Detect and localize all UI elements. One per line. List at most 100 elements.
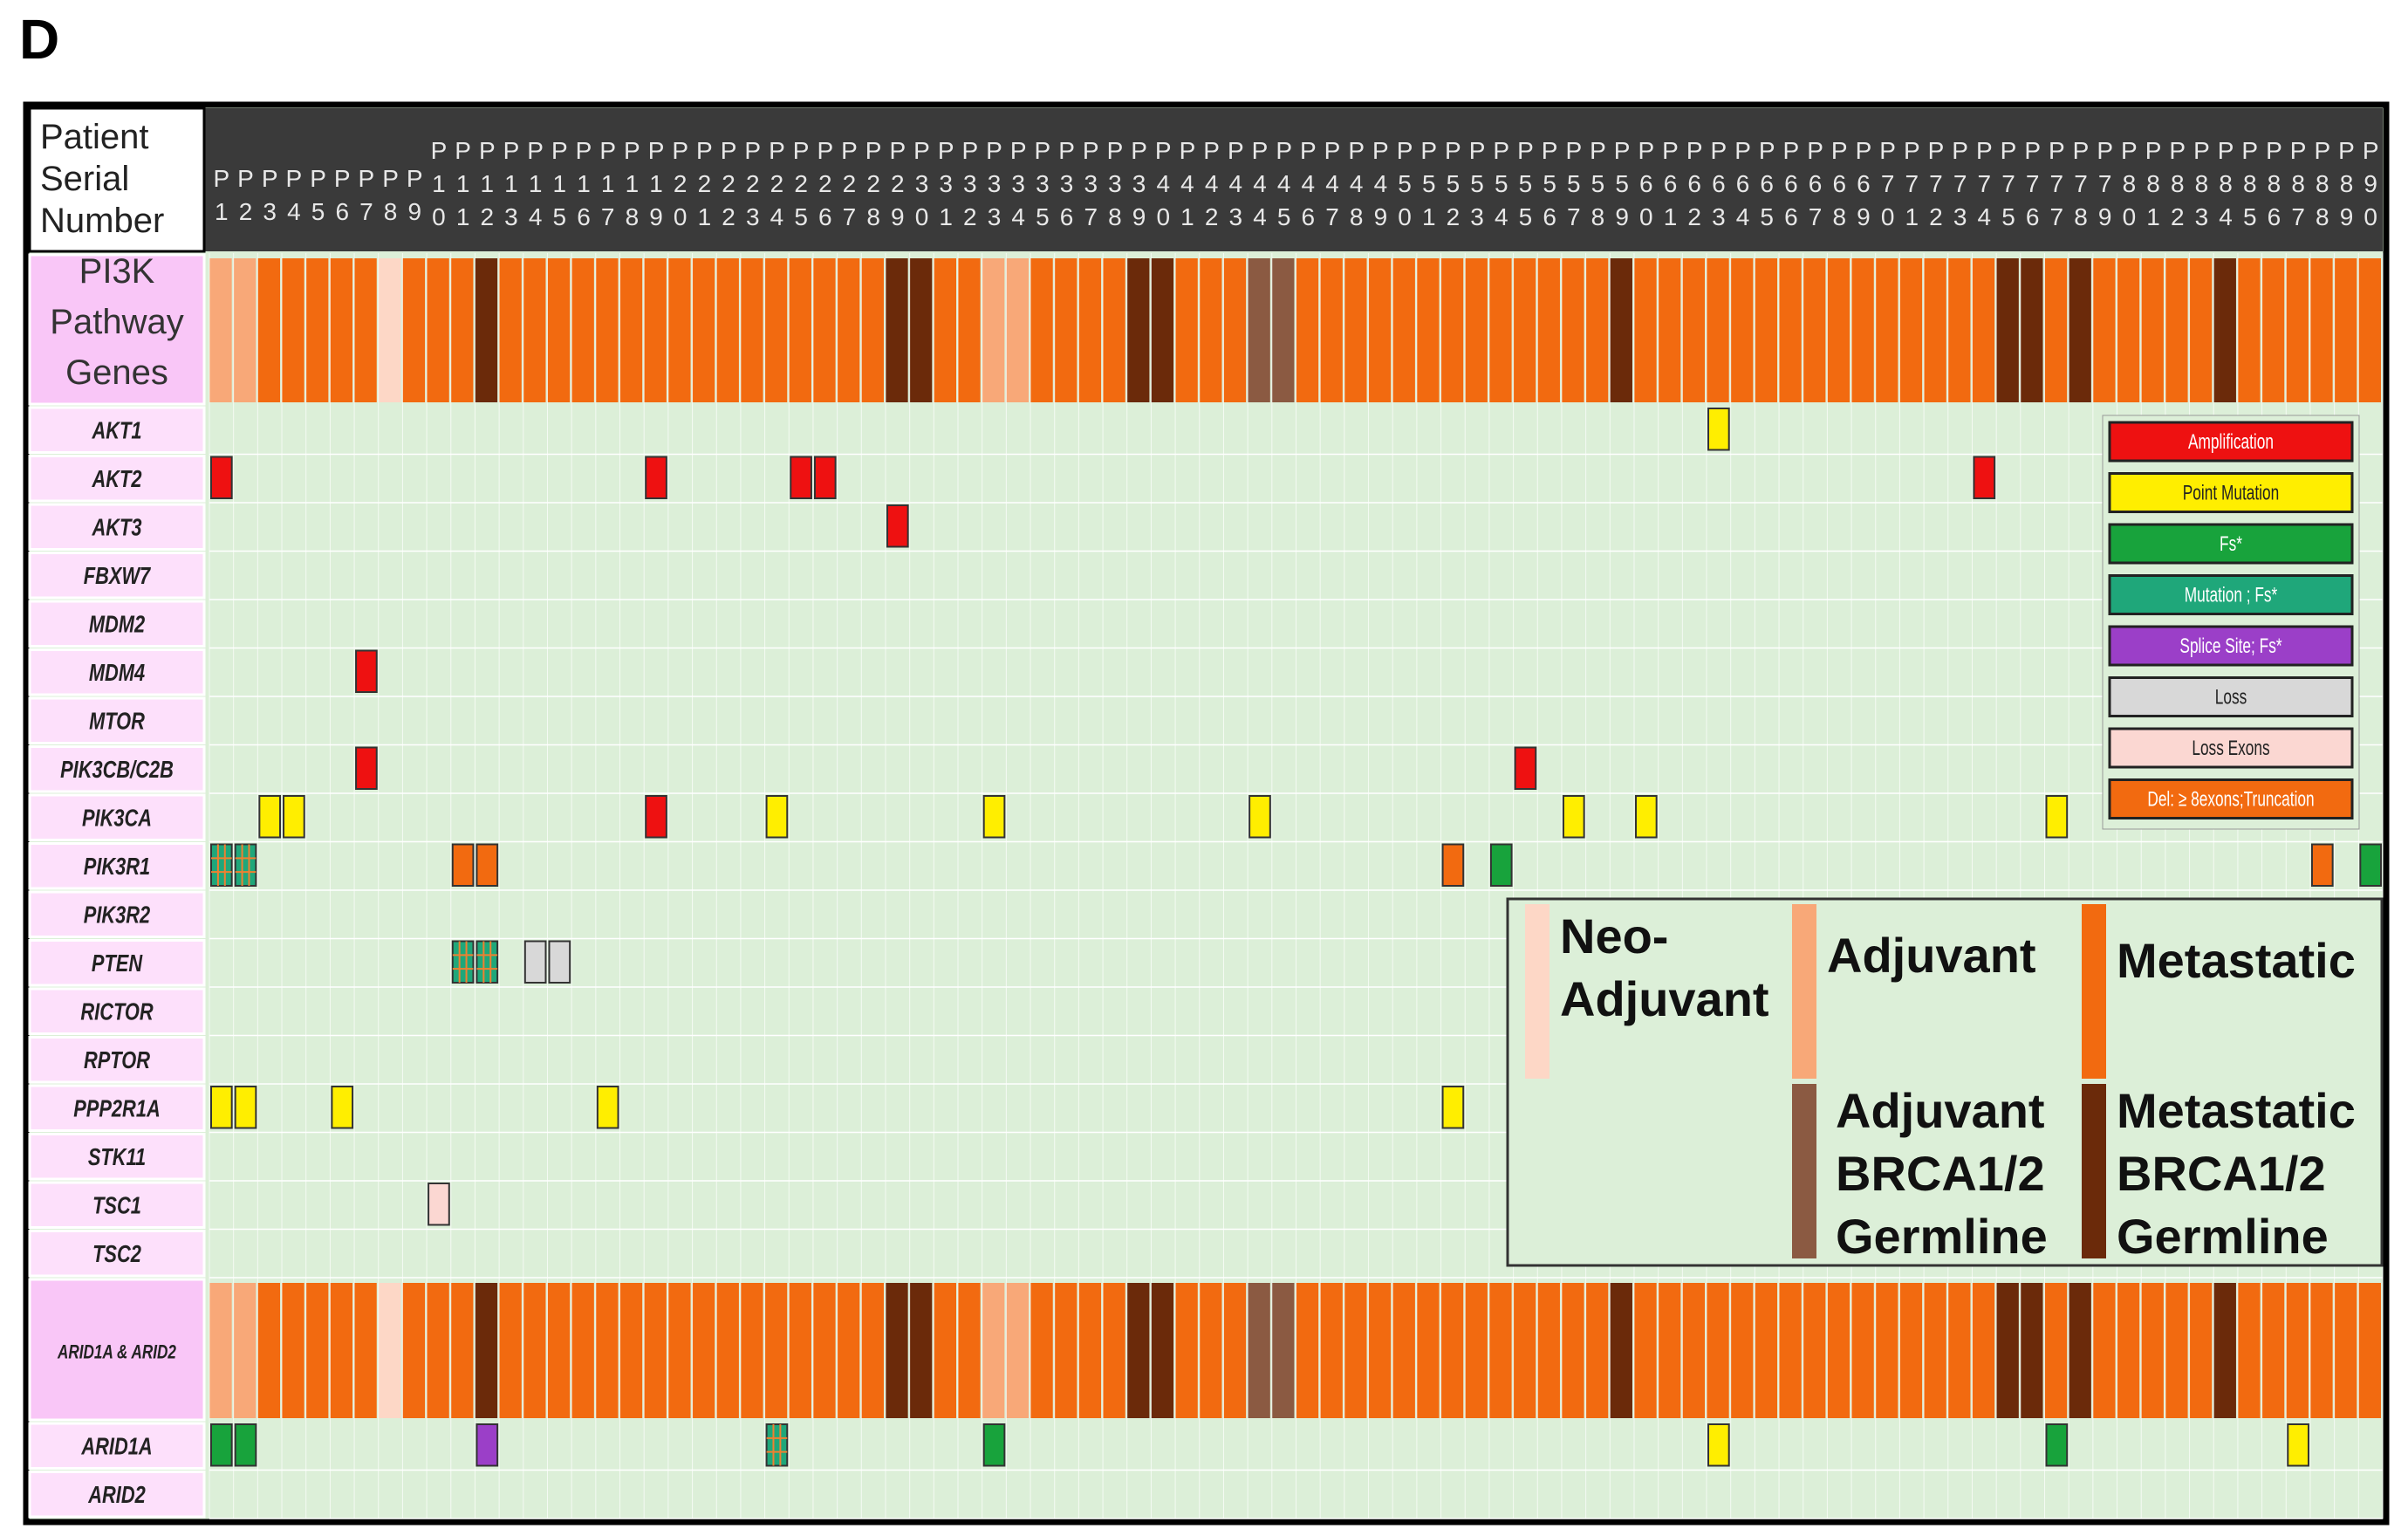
patient-label-glyph: P bbox=[2049, 137, 2065, 164]
row-label-box bbox=[28, 939, 206, 987]
patient-label-glyph: 1 bbox=[1180, 203, 1194, 230]
status-cell bbox=[1827, 258, 1850, 402]
patient-label-glyph: 5 bbox=[1277, 203, 1291, 230]
status-cell bbox=[982, 1283, 1005, 1418]
patient-label-glyph: 1 bbox=[1422, 203, 1436, 230]
status-legend-label: Metastatic bbox=[2117, 933, 2356, 988]
patient-label-glyph: 5 bbox=[1398, 170, 1412, 197]
patient-label-glyph: P bbox=[1904, 137, 1920, 164]
status-cell bbox=[885, 1283, 908, 1418]
row-label-box bbox=[28, 552, 206, 600]
legend-swatch bbox=[2108, 421, 2354, 463]
patient-label-glyph: 7 bbox=[1929, 170, 1943, 197]
status-cell bbox=[1875, 258, 1898, 402]
patient-label-glyph: P bbox=[2314, 137, 2330, 164]
status-cell bbox=[1682, 258, 1706, 402]
patient-label-glyph: 1 bbox=[1905, 203, 1919, 230]
patient-label-glyph: P bbox=[2169, 137, 2186, 164]
status-legend-label: Metastatic bbox=[2117, 1083, 2356, 1138]
status-cell bbox=[2141, 1283, 2164, 1418]
status-cell bbox=[812, 1283, 836, 1418]
patient-label-glyph: 4 bbox=[1302, 170, 1316, 197]
patient-label-glyph: P bbox=[2290, 137, 2307, 164]
patient-label-glyph: 5 bbox=[1760, 203, 1774, 230]
alteration-mark bbox=[765, 795, 789, 839]
legend-label: Del: ≥ 8exons;Truncation bbox=[2147, 788, 2314, 811]
patient-label-glyph: 2 bbox=[770, 170, 784, 197]
patient-label-glyph: 5 bbox=[1447, 170, 1461, 197]
row-label-box bbox=[28, 1036, 206, 1084]
patient-label-glyph: 6 bbox=[1809, 170, 1823, 197]
status-cell bbox=[667, 1283, 691, 1418]
status-cell bbox=[2092, 258, 2116, 402]
status-cell bbox=[1730, 1283, 1754, 1418]
patient-label-glyph: 5 bbox=[2001, 203, 2015, 230]
alteration-mark bbox=[790, 456, 812, 499]
status-cell bbox=[499, 1283, 522, 1418]
patient-label-glyph: 3 bbox=[1712, 203, 1726, 230]
status-cell bbox=[1030, 1283, 1053, 1418]
patient-label-glyph: P bbox=[599, 137, 616, 164]
status-cell bbox=[1513, 1283, 1536, 1418]
status-cell bbox=[885, 258, 908, 402]
patient-label-glyph: 5 bbox=[1422, 170, 1436, 197]
status-cell bbox=[233, 258, 257, 402]
patient-label-glyph: 2 bbox=[239, 198, 253, 225]
status-cell bbox=[1803, 258, 1826, 402]
patient-label-glyph: 4 bbox=[1011, 203, 1025, 230]
patient-label-glyph: 3 bbox=[1036, 170, 1050, 197]
patient-label-glyph: P bbox=[1180, 137, 1196, 164]
row-label-box bbox=[28, 600, 206, 648]
status-cell bbox=[305, 258, 329, 402]
patient-label-glyph: 2 bbox=[746, 170, 760, 197]
alteration-mark bbox=[523, 940, 547, 984]
status-cell bbox=[1730, 258, 1754, 402]
patient-label-glyph: 3 bbox=[988, 203, 1002, 230]
status-cell bbox=[1078, 1283, 1102, 1418]
patient-label-glyph: 1 bbox=[939, 203, 953, 230]
patient-label-glyph: 7 bbox=[359, 198, 373, 225]
patient-label-glyph: P bbox=[1228, 137, 1244, 164]
alteration-mark bbox=[355, 746, 378, 790]
status-cell bbox=[1030, 258, 1053, 402]
row-label-box bbox=[28, 455, 206, 503]
row-label-box bbox=[28, 1084, 206, 1132]
patient-label-glyph: P bbox=[769, 137, 785, 164]
row-label: AKT1 bbox=[92, 417, 142, 444]
status-cell bbox=[282, 258, 304, 402]
status-cell bbox=[1585, 1283, 1609, 1418]
patient-label-glyph: P bbox=[744, 137, 761, 164]
patient-label-glyph: 9 bbox=[1374, 203, 1388, 230]
status-cell bbox=[2334, 1283, 2357, 1418]
patient-label-glyph: 3 bbox=[1011, 170, 1025, 197]
patient-label-glyph: P bbox=[1952, 137, 1968, 164]
alteration-mark bbox=[210, 1086, 233, 1129]
patient-label-glyph: P bbox=[2145, 137, 2162, 164]
patient-label-glyph: 7 bbox=[1905, 170, 1919, 197]
status-cell bbox=[1682, 1283, 1706, 1418]
patient-label-glyph: 3 bbox=[939, 170, 953, 197]
status-cell bbox=[934, 1283, 957, 1418]
status-cell bbox=[1561, 258, 1584, 402]
status-cell bbox=[1126, 1283, 1150, 1418]
patient-label-glyph: P bbox=[1276, 137, 1292, 164]
patient-label-glyph: P bbox=[1807, 137, 1823, 164]
patient-label-glyph: P bbox=[286, 165, 303, 192]
legend-swatch bbox=[2108, 625, 2354, 667]
patient-label-glyph: 4 bbox=[1253, 203, 1267, 230]
patient-label-glyph: 3 bbox=[1132, 170, 1146, 197]
patient-label-glyph: P bbox=[1010, 137, 1027, 164]
status-cell bbox=[257, 1283, 281, 1418]
patient-label-glyph: 8 bbox=[2243, 170, 2257, 197]
status-cell bbox=[1513, 258, 1536, 402]
patient-label-glyph: 3 bbox=[1084, 170, 1098, 197]
alteration-mark bbox=[234, 1086, 257, 1129]
status-cell bbox=[475, 258, 498, 402]
status-cell bbox=[2286, 258, 2309, 402]
legend-swatch bbox=[2108, 574, 2354, 615]
status-cell bbox=[1271, 258, 1295, 402]
status-cell bbox=[1755, 1283, 1778, 1418]
patient-label-glyph: 5 bbox=[1567, 170, 1581, 197]
patient-label-glyph: 1 bbox=[577, 170, 591, 197]
row-label-box bbox=[28, 1278, 206, 1422]
